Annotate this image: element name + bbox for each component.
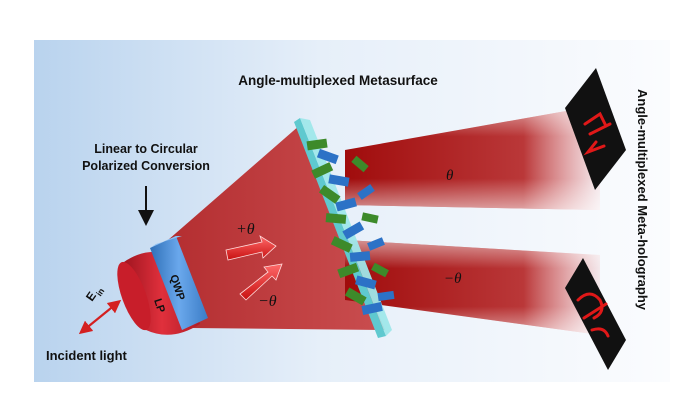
qwp-waveplate: QWP <box>150 236 208 330</box>
arrow-minus-theta-icon <box>239 263 283 301</box>
incident-light-label: Incident light <box>46 348 128 363</box>
conversion-label-line2: Polarized Conversion <box>82 159 210 173</box>
title-label: Angle-multiplexed Metasurface <box>238 73 438 88</box>
beam-top <box>345 105 600 210</box>
beam-top-angle-label: θ <box>446 168 454 184</box>
arrow-plus-theta-icon <box>225 235 277 261</box>
illumination-cone <box>168 125 385 330</box>
side-label: Angle-multiplexed Meta-holography <box>635 89 650 311</box>
angle-plus-label: +θ <box>236 221 255 238</box>
angle-minus-label: −θ <box>258 293 277 310</box>
hologram-screen-bottom <box>565 258 626 370</box>
beam-bottom-angle-label: −θ <box>444 271 462 287</box>
hologram-screen-top <box>565 68 626 190</box>
beam-bottom <box>345 240 600 335</box>
lp-label: LP <box>151 297 167 314</box>
field-double-arrow-icon <box>78 299 122 335</box>
meta-atom-array <box>306 138 395 315</box>
conversion-label-line1: Linear to Circular <box>94 142 198 156</box>
field-subscript: in <box>94 286 107 298</box>
